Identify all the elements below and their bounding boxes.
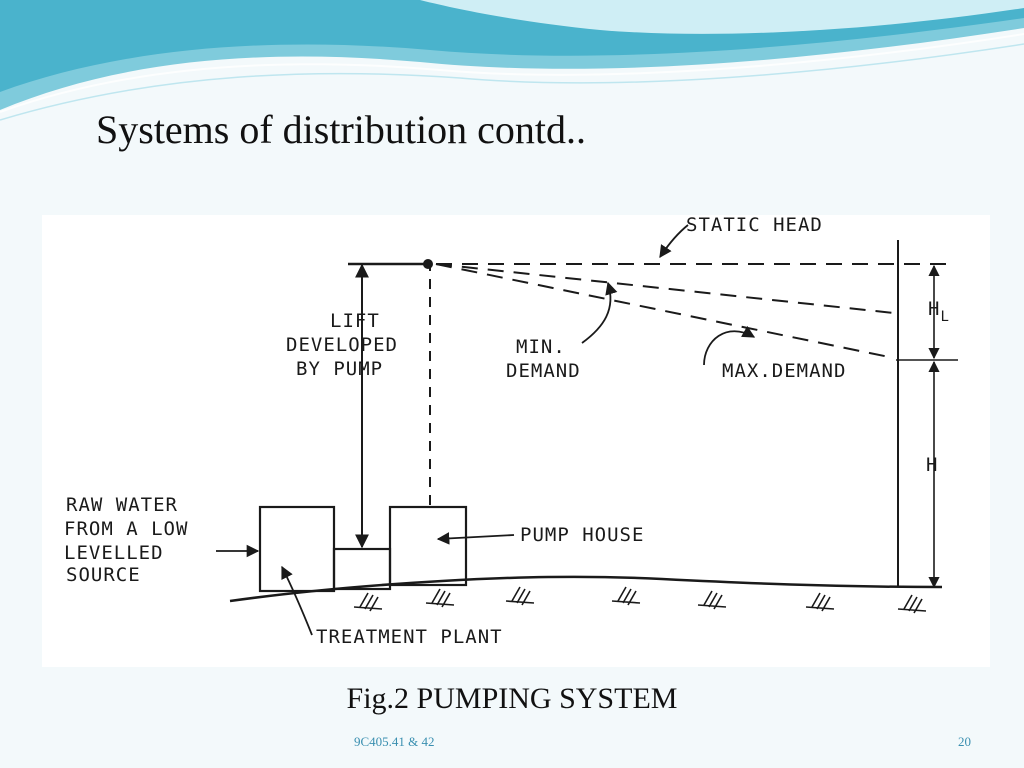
figure-panel: STATIC HEAD LIFT DEVELOPED BY PUMP MIN. … (42, 215, 990, 667)
lift-label-line2: DEVELOPED (286, 334, 398, 356)
raw-water-label-line2: FROM A LOW (64, 518, 188, 540)
ground-hatching (353, 586, 927, 614)
elevated-point-post (896, 240, 958, 587)
static-head-label: STATIC HEAD (686, 215, 823, 236)
max-demand-label: MAX.DEMAND (722, 360, 846, 382)
pump-house-box (388, 505, 468, 587)
raw-water-label-line1: RAW WATER (66, 494, 178, 516)
slide-page-number: 20 (958, 734, 971, 749)
raw-water-label-line3: LEVELLED (64, 542, 164, 564)
top-reference-line (348, 259, 433, 269)
pump-house-label: PUMP HOUSE (520, 524, 644, 546)
treatment-plant-box (258, 505, 336, 593)
leader-lines (216, 224, 756, 636)
h-label: H (926, 454, 938, 476)
pumping-system-diagram: STATIC HEAD LIFT DEVELOPED BY PUMP MIN. … (64, 215, 958, 648)
connecting-tank-box (332, 547, 392, 591)
slide-title: Systems of distribution contd.. (96, 107, 586, 152)
min-demand-hgl (435, 263, 895, 314)
treatment-plant-label: TREATMENT PLANT (316, 626, 503, 648)
lift-label-line3: BY PUMP (296, 358, 383, 380)
footer-course-code: 9C405.41 & 42 (354, 734, 435, 749)
min-demand-label-line2: DEMAND (506, 360, 581, 382)
min-demand-label-line1: MIN. (516, 336, 566, 358)
figure-caption: Fig.2 PUMPING SYSTEM (346, 682, 678, 715)
lift-label-line1: LIFT (330, 310, 380, 332)
raw-water-label-line4: SOURCE (66, 564, 141, 586)
header-wave-banner (0, 0, 1024, 121)
max-demand-hgl (435, 263, 895, 359)
hl-label: HL (928, 298, 950, 325)
